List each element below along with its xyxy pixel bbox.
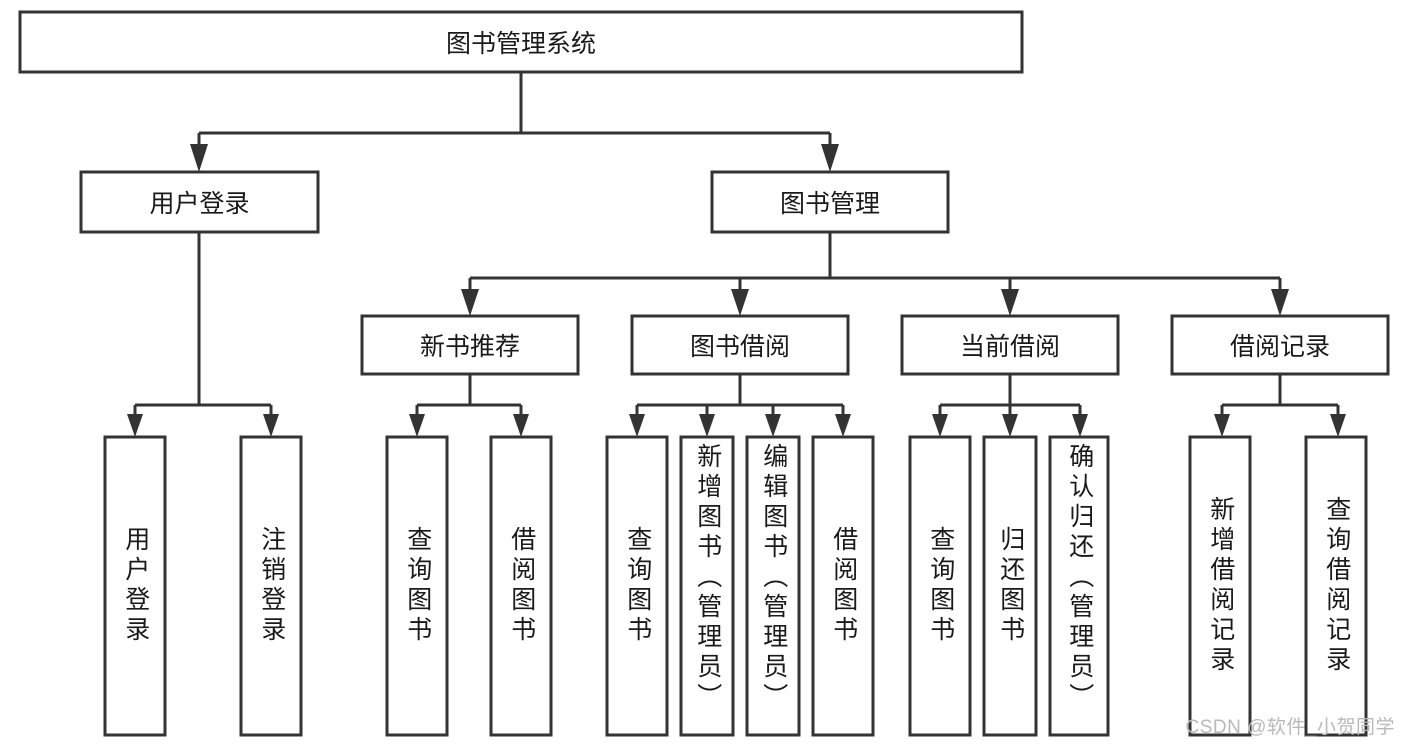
arrowhead-leaf-borrow-book-2 bbox=[835, 414, 851, 437]
arrowhead-book-borrow bbox=[731, 289, 749, 316]
node-book-borrow[interactable] bbox=[630, 314, 850, 376]
node-leaf-confirm-return[interactable] bbox=[1048, 435, 1110, 737]
arrowhead-book-manage bbox=[821, 144, 839, 172]
arrowhead-borrow-record bbox=[1271, 289, 1289, 316]
node-leaf-add-record[interactable] bbox=[1188, 435, 1252, 737]
arrowhead-leaf-confirm-return bbox=[1072, 414, 1088, 437]
arrowhead-leaf-add-book bbox=[699, 414, 715, 437]
node-borrow-record[interactable] bbox=[1170, 314, 1390, 376]
arrowhead-leaf-query-book-2 bbox=[629, 414, 645, 437]
node-new-book-recommend[interactable] bbox=[360, 314, 580, 376]
arrowhead-leaf-query-record bbox=[1330, 414, 1346, 437]
node-user-login[interactable] bbox=[79, 170, 320, 234]
node-leaf-add-book[interactable] bbox=[679, 435, 735, 737]
node-leaf-query-book-3[interactable] bbox=[908, 435, 972, 737]
node-leaf-logout-login[interactable] bbox=[239, 435, 303, 737]
node-leaf-edit-book[interactable] bbox=[745, 435, 801, 737]
node-leaf-query-book-1[interactable] bbox=[385, 435, 449, 737]
node-book-manage[interactable] bbox=[710, 170, 950, 234]
arrowhead-leaf-return-book bbox=[1002, 414, 1018, 437]
node-leaf-query-book-2[interactable] bbox=[605, 435, 669, 737]
node-root[interactable] bbox=[18, 10, 1024, 74]
arrowhead-leaf-edit-book bbox=[765, 414, 781, 437]
node-leaf-borrow-book-2[interactable] bbox=[811, 435, 875, 737]
arrowhead-new-book-recommend bbox=[461, 289, 479, 316]
arrowhead-leaf-borrow-book-1 bbox=[513, 414, 529, 437]
watermark-text: CSDN @软件_小贺同学 bbox=[1185, 717, 1395, 738]
arrowhead-leaf-query-book-1 bbox=[409, 414, 425, 437]
node-leaf-query-record[interactable] bbox=[1304, 435, 1368, 737]
connector-layer bbox=[127, 72, 1346, 437]
arrowhead-leaf-logout-login bbox=[263, 414, 279, 437]
node-current-borrow[interactable] bbox=[900, 314, 1120, 376]
arrowhead-leaf-query-book-3 bbox=[932, 414, 948, 437]
arrowhead-current-borrow bbox=[1001, 289, 1019, 316]
node-box-layer bbox=[18, 10, 1390, 737]
arrowhead-leaf-add-record bbox=[1214, 414, 1230, 437]
node-leaf-return-book[interactable] bbox=[982, 435, 1038, 737]
arrowhead-user-login bbox=[190, 144, 208, 172]
node-leaf-user-login[interactable] bbox=[103, 435, 167, 737]
node-leaf-borrow-book-1[interactable] bbox=[489, 435, 553, 737]
arrowhead-leaf-user-login bbox=[127, 414, 143, 437]
